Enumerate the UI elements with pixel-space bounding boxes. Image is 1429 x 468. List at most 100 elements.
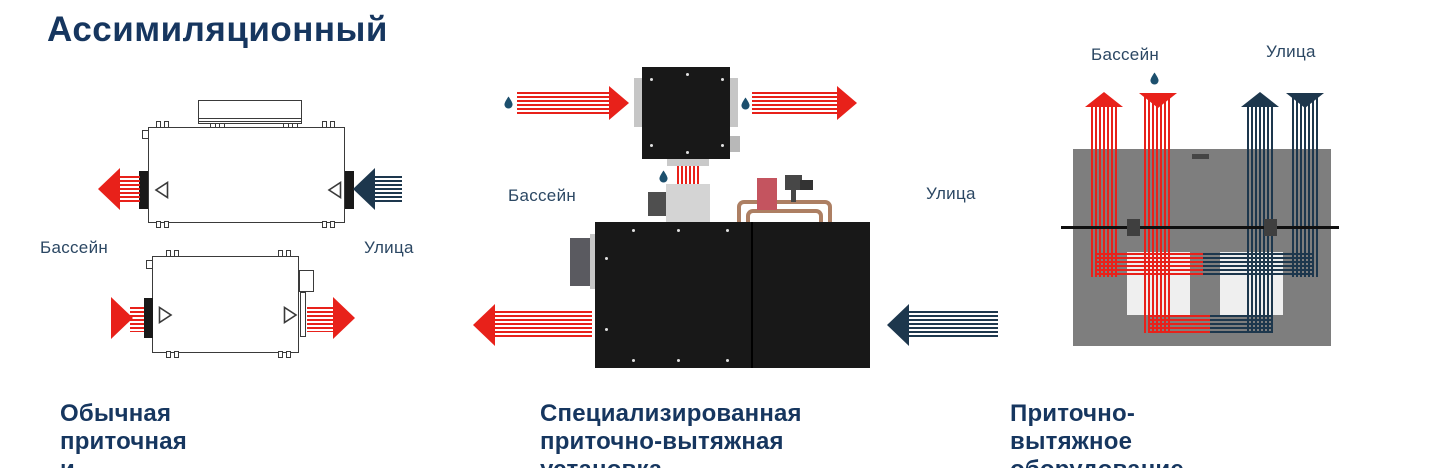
- valve-body: [757, 178, 777, 210]
- bolt-tab: [286, 250, 291, 257]
- pump-box: [785, 175, 802, 190]
- copper-pipe: [737, 200, 832, 222]
- exhaust-unit-top-box: [299, 270, 314, 292]
- connector-motor-box: [648, 192, 666, 216]
- street-intake-duct-lines: [1292, 97, 1318, 277]
- water-drop-icon: [741, 97, 750, 110]
- water-drop-icon: [504, 96, 513, 109]
- duct-collar: [667, 159, 709, 166]
- screw-dot: [650, 78, 653, 81]
- street-intake-arrow-head: [353, 168, 375, 210]
- unit-foot: [174, 351, 179, 358]
- side-latch: [142, 130, 149, 139]
- exhaust-out-arrow-body: [307, 307, 334, 332]
- water-drop-icon: [659, 170, 668, 183]
- roof-louver-lines: [198, 118, 302, 122]
- supply-air-arrow-body: [117, 176, 140, 203]
- bolt-tab: [278, 250, 283, 257]
- diagram-caption: Приточно-вытяжное оборудование с рекупер…: [1010, 400, 1184, 468]
- supply-air-arrow-head: [98, 168, 120, 210]
- street-label: Улица: [926, 184, 976, 203]
- right-flange-strip: [300, 292, 306, 337]
- unit-foot: [166, 351, 171, 358]
- upper-crossflow-navy: [1203, 253, 1312, 277]
- exhaust-out-arrow-head: [333, 297, 355, 339]
- screw-dot: [632, 229, 635, 232]
- street-intake-arrow-body: [372, 176, 402, 203]
- unit-foot: [164, 221, 169, 228]
- unit-foot: [278, 351, 283, 358]
- duct-flange: [144, 298, 153, 338]
- dry-air-out-arrow-head: [837, 86, 857, 120]
- screw-dot: [721, 78, 724, 81]
- side-latch: [146, 260, 153, 269]
- housing-vent-dash: [1192, 154, 1209, 159]
- lower-crossflow-navy: [1210, 315, 1272, 334]
- water-drop-icon: [1150, 72, 1159, 85]
- rooftop-flange: [634, 78, 642, 127]
- screw-dot: [650, 144, 653, 147]
- screw-dot: [632, 359, 635, 362]
- main-unit-left-port: [570, 238, 590, 286]
- moist-air-in-arrow-head: [609, 86, 629, 120]
- screw-dot: [721, 144, 724, 147]
- supply-up-arrow-head: [1085, 92, 1123, 107]
- roof-mount: [1127, 219, 1140, 236]
- moist-air-in-arrow-body: [517, 92, 610, 114]
- duct-flange: [345, 171, 354, 209]
- diagram-caption: Обычная приточная и вытяжная установка: [60, 400, 187, 468]
- rooftop-unit-box: [642, 67, 730, 159]
- dry-air-out-arrow-body: [752, 92, 839, 114]
- street-label: Улица: [1266, 42, 1316, 61]
- fan-direction-icon: [158, 306, 173, 324]
- fan-direction-icon: [283, 306, 298, 324]
- supply-unit-roof-section: [198, 100, 302, 124]
- screw-dot: [686, 73, 689, 76]
- fan-direction-icon: [327, 181, 342, 199]
- unit-foot: [286, 351, 291, 358]
- page-title: Ассимиляционный: [47, 10, 388, 49]
- street-intake-arrow-head: [887, 304, 909, 346]
- pump-box-small: [800, 180, 813, 190]
- street-intake-arrow-body: [908, 311, 998, 339]
- vertical-duct-striped: [677, 166, 699, 184]
- screw-dot: [605, 328, 608, 331]
- screw-dot: [677, 359, 680, 362]
- screw-dot: [726, 229, 729, 232]
- pool-label: Бассейн: [40, 238, 109, 257]
- copper-pipe: [746, 209, 823, 222]
- fan-direction-icon: [154, 181, 169, 199]
- exhaust-up-arrow-head: [1241, 92, 1279, 107]
- supply-to-pool-arrow-head: [473, 304, 495, 346]
- roof-line: [1061, 226, 1339, 229]
- rooftop-flange: [730, 78, 738, 127]
- unit-foot: [156, 221, 161, 228]
- screw-dot: [605, 257, 608, 260]
- screw-dot: [686, 151, 689, 154]
- main-unit-body: [595, 222, 870, 368]
- roof-mount: [1264, 219, 1277, 236]
- street-label: Улица: [364, 238, 414, 257]
- lower-crossflow-red: [1150, 315, 1210, 334]
- screw-dot: [677, 229, 680, 232]
- pool-label: Бассейн: [508, 186, 577, 205]
- duct-connector-box: [666, 184, 710, 222]
- pool-exhaust-in-arrow-head: [111, 297, 133, 339]
- supply-to-pool-arrow-body: [493, 311, 592, 339]
- unit-foot: [330, 221, 335, 228]
- duct-flange: [139, 171, 148, 209]
- screw-dot: [726, 359, 729, 362]
- pump-stem: [791, 190, 796, 202]
- diagram-caption: Специализированная приточно-вытяжная уст…: [540, 400, 802, 468]
- pool-return-duct-lines: [1144, 97, 1170, 333]
- pool-label: Бассейн: [1091, 45, 1160, 64]
- pool-exhaust-in-arrow-body: [130, 307, 144, 332]
- main-unit-seam: [751, 222, 753, 368]
- supply-unit-body: [148, 127, 345, 223]
- bolt-tab: [174, 250, 179, 257]
- exhaust-unit-body: [152, 256, 299, 353]
- upper-crossflow-red: [1097, 253, 1203, 277]
- pool-supply-duct-lines: [1091, 106, 1117, 277]
- unit-foot: [322, 221, 327, 228]
